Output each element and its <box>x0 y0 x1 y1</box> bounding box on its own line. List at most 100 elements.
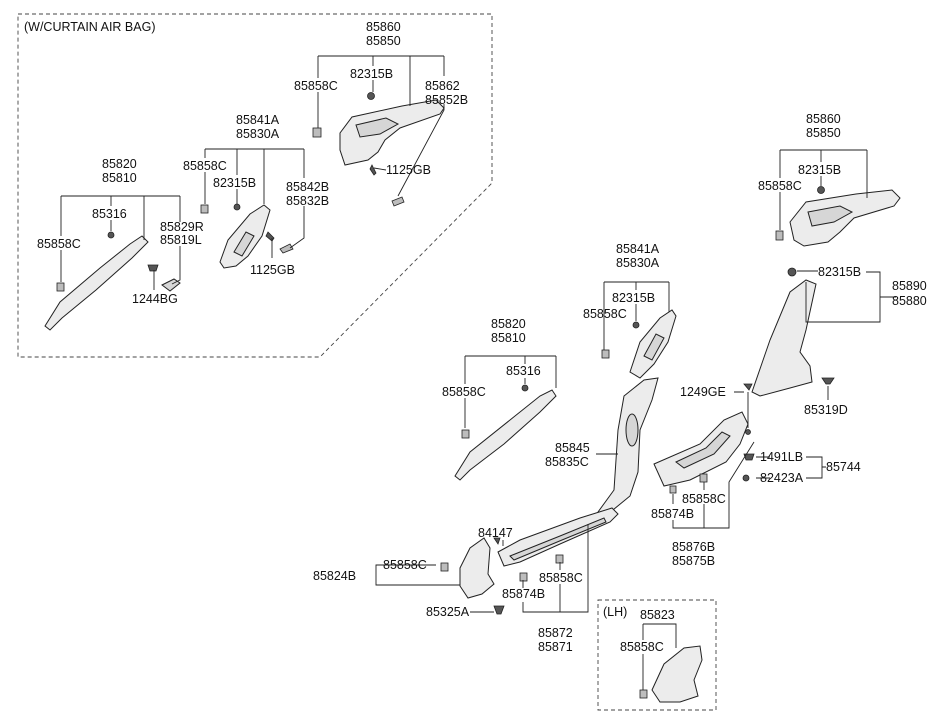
label-85858c-inset-a: 85858C <box>37 237 81 251</box>
clip-85874b-front <box>519 572 528 582</box>
label-85890: 85890 <box>892 279 927 293</box>
nut-82423a <box>742 474 750 482</box>
screw-82315b-inset-b <box>233 203 241 211</box>
leader-lines <box>60 55 896 690</box>
labels-middle: 85841A 85830A 82315B 85858C 85820 85810 … <box>442 242 660 469</box>
label-1125gb-inset-b: 1125GB <box>250 263 295 277</box>
label-85824b: 85824B <box>313 569 356 583</box>
label-85850: 85850 <box>806 126 841 140</box>
label-85852b: 85852B <box>425 93 468 107</box>
label-85829r: 85829R <box>160 220 204 234</box>
label-85841a-inset: 85841A <box>236 113 280 127</box>
label-85860-inset: 85860 <box>366 20 401 34</box>
label-85820-inset: 85820 <box>102 157 137 171</box>
screw-1125gb-inset <box>265 231 275 242</box>
b-pillar-belt-guide <box>643 333 665 361</box>
curtain-airbag-title: (W/CURTAIN AIR BAG) <box>24 20 156 34</box>
screw-82315b-main-rear <box>817 186 825 194</box>
parts-layer <box>44 92 901 703</box>
cowl-side-trim <box>459 537 495 599</box>
labels-bottom: 84147 85824B 85858C 85858C 85874B 85325A… <box>313 526 675 654</box>
label-85810: 85810 <box>491 331 526 345</box>
screw-1125gb-top <box>369 164 377 176</box>
label-85880: 85880 <box>892 294 927 308</box>
label-85871: 85871 <box>538 640 573 654</box>
label-85319d: 85319D <box>804 403 848 417</box>
label-85858c-rear-sill: 85858C <box>682 492 726 506</box>
screw-1249ge <box>743 383 753 391</box>
label-85823: 85823 <box>640 608 675 622</box>
clip-85858c-lh <box>639 689 648 699</box>
label-82315b-rear: 82315B <box>798 163 841 177</box>
screw-82315b-b-pillar <box>632 321 640 329</box>
clip-85319d <box>821 377 835 385</box>
label-85860: 85860 <box>806 112 841 126</box>
label-85820: 85820 <box>491 317 526 331</box>
label-85858c-inset-top: 85858C <box>294 79 338 93</box>
rear-quarter-trim-upper-main <box>789 189 901 247</box>
label-82315b-c-pillar: 82315B <box>818 265 861 279</box>
label-82315b-b-pillar: 82315B <box>612 291 655 305</box>
label-85845: 85845 <box>555 441 590 455</box>
clip-85858c-main-rear <box>775 230 784 241</box>
clip-85325a <box>493 605 505 615</box>
cover-85829r <box>161 278 181 292</box>
label-85858c-cowl: 85858C <box>383 558 427 572</box>
b-pillar-belt-guide-inset <box>233 231 255 257</box>
label-85858c-inset-b: 85858C <box>183 159 227 173</box>
clip-85858c-inset-a <box>56 282 65 292</box>
rear-quarter-trim-upper <box>339 99 445 166</box>
label-82423a: 82423A <box>760 471 804 485</box>
lh-title: (LH) <box>603 605 627 619</box>
clip-84147 <box>493 537 501 545</box>
label-82315b-inset-b: 82315B <box>213 176 256 190</box>
screw-82315b-top <box>367 92 375 100</box>
label-85744: 85744 <box>826 460 861 474</box>
label-85858c-b-pillar: 85858C <box>583 307 627 321</box>
clip-85858c-rear-sill <box>699 473 708 483</box>
front-door-scuff-ridge <box>509 517 607 561</box>
clip-1244bg <box>147 264 159 272</box>
label-1491lb: 1491LB <box>760 450 803 464</box>
label-85874b-front: 85874B <box>502 587 545 601</box>
label-82315b-inset-top: 82315B <box>350 67 393 81</box>
label-85810-inset: 85810 <box>102 171 137 185</box>
screw-82315b-c-pillar <box>787 267 797 277</box>
label-85858c-front-sill: 85858C <box>539 571 583 585</box>
label-85832b: 85832B <box>286 194 329 208</box>
label-85876b: 85876B <box>672 540 715 554</box>
clip-85858c-b-pillar <box>601 349 610 359</box>
label-85858c-lh: 85858C <box>620 640 664 654</box>
clip-85842b-inset <box>279 243 294 254</box>
label-85858c-a-pillar: 85858C <box>442 385 486 399</box>
screw-1249ge-lower <box>745 429 751 435</box>
b-pillar-lower-recess <box>625 413 639 447</box>
label-1125gb-inset-top: 1125GB <box>386 163 431 177</box>
label-85325a: 85325A <box>426 605 470 619</box>
clip-1491lb <box>743 453 755 461</box>
lh-cowl-side-trim <box>651 645 703 703</box>
label-85835c: 85835C <box>545 455 589 469</box>
clip-85858c-cowl <box>440 562 449 572</box>
screw-85316 <box>521 384 529 392</box>
label-85841a: 85841A <box>616 242 660 256</box>
label-85858c-rear: 85858C <box>758 179 802 193</box>
labels-top-inset: 85860 85850 85858C 82315B 85862 85852B 1… <box>37 20 468 306</box>
curtain-airbag-group-box <box>17 13 493 358</box>
a-pillar-trim <box>454 389 557 481</box>
clip-85858c-top <box>312 127 322 138</box>
rear-door-scuff-ridge <box>675 431 731 469</box>
label-85872: 85872 <box>538 626 573 640</box>
rear-door-scuff-trim <box>653 411 749 487</box>
screw-85316-inset <box>107 231 115 239</box>
label-85819l: 85819L <box>160 233 202 247</box>
label-85316-inset: 85316 <box>92 207 127 221</box>
label-85316: 85316 <box>506 364 541 378</box>
label-85874b-rear: 85874B <box>651 507 694 521</box>
rear-quarter-trim-upper-window <box>355 117 400 138</box>
clip-85862-top <box>391 196 405 207</box>
label-85862: 85862 <box>425 79 460 93</box>
rear-quarter-window-main <box>807 205 854 227</box>
